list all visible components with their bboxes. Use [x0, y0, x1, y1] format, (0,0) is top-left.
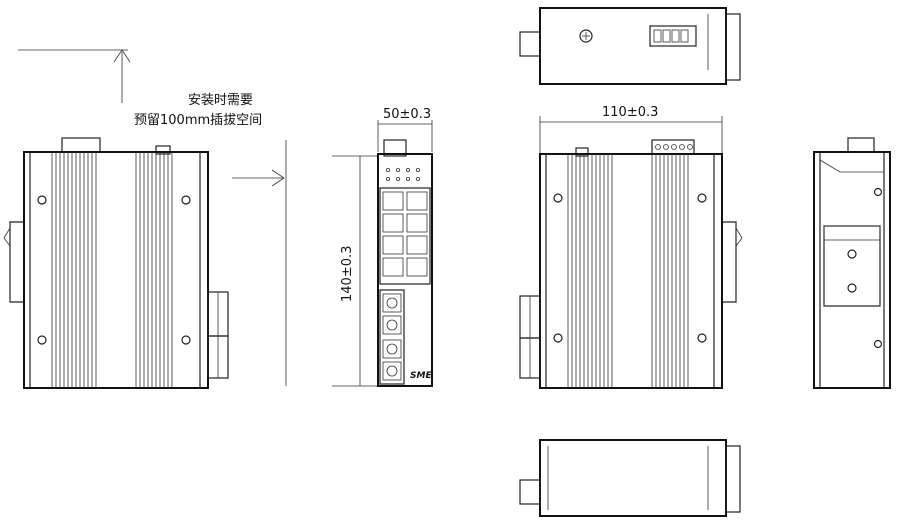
- screw-icon: [37, 195, 47, 205]
- led-indicators: [385, 167, 420, 181]
- screw-icon: [697, 333, 707, 343]
- bottom-view: [519, 439, 741, 517]
- fins-side-b: [651, 154, 689, 388]
- left-body-outline: [23, 151, 209, 389]
- screw-icon: [697, 193, 707, 203]
- top-side-plug: [519, 31, 541, 57]
- bottom-side-plug: [519, 479, 541, 505]
- install-note-line1: 安装时需要: [188, 93, 253, 108]
- fins-left-a: [51, 152, 97, 388]
- ground-screw-icon: [579, 29, 593, 43]
- fins-side-a: [567, 154, 613, 388]
- clearance-arrow-head: [113, 49, 131, 63]
- top-view: [519, 7, 741, 85]
- left-side-view: 安装时需要 预留100mm插拔空间: [3, 49, 287, 389]
- screw-icon: [873, 187, 883, 197]
- screw-icon: [553, 193, 563, 203]
- din-clip-left: [9, 221, 24, 303]
- din-clip-right: [722, 221, 737, 303]
- screw-icon: [847, 283, 857, 293]
- rear-top-connector: [847, 137, 875, 153]
- rj45-port-block: [379, 187, 431, 285]
- install-note-line2: 预留100mm插拔空间: [134, 113, 262, 128]
- bottom-end-cap: [725, 445, 741, 513]
- screw-icon: [37, 335, 47, 345]
- screw-icon: [847, 249, 857, 259]
- width-dimension-label: 50±0.3: [383, 107, 431, 122]
- screw-icon: [181, 195, 191, 205]
- front-body-outline: [377, 153, 433, 387]
- height-dimension-label: 140±0.3: [340, 246, 355, 302]
- fiber-ports: [382, 293, 402, 381]
- top-knob: [155, 145, 171, 155]
- side-view: 110±0.3: [519, 105, 743, 389]
- rj45-ports: [382, 191, 428, 277]
- bottom-body-outline: [539, 439, 727, 517]
- side-body-outline: [539, 153, 723, 389]
- fiber-port-block: [379, 289, 405, 385]
- top-connector: [61, 137, 101, 153]
- brand-logo: SME: [410, 371, 432, 381]
- power-plug: [383, 139, 407, 157]
- rear-view: [813, 137, 891, 389]
- rear-body-outline: [813, 151, 891, 389]
- screw-icon: [873, 339, 883, 349]
- din-rail-bracket: [823, 225, 881, 307]
- screw-icon: [181, 335, 191, 345]
- screw-icon: [553, 333, 563, 343]
- top-end-cap: [725, 13, 741, 81]
- terminal-block: [649, 25, 697, 47]
- fins-left-b: [135, 152, 173, 388]
- top-body-outline: [539, 7, 727, 85]
- front-view: 50±0.3 140±0.3: [332, 107, 433, 387]
- depth-dimension-label: 110±0.3: [602, 105, 658, 120]
